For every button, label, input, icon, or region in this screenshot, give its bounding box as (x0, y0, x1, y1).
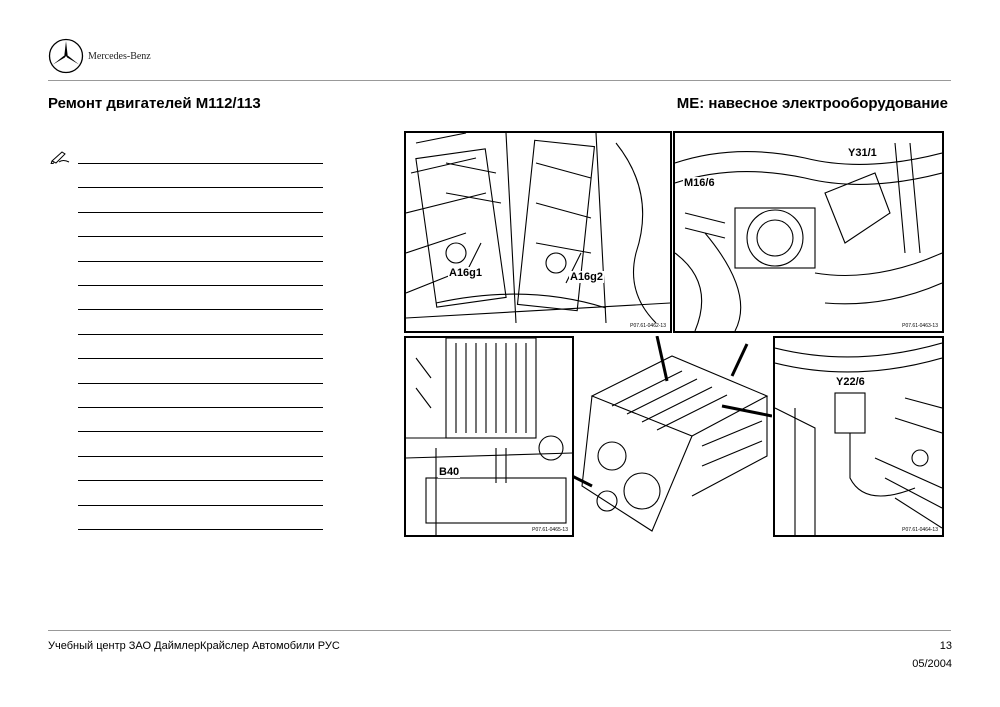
page-title: Ремонт двигателей М112/113 (48, 95, 261, 112)
footer-date: 05/2004 (912, 658, 952, 670)
note-line (78, 187, 323, 189)
note-line (78, 529, 323, 530)
figure-panel-alternator: B40 P07.61-0465-13 (404, 336, 574, 537)
note-line (78, 504, 323, 506)
note-line (78, 382, 323, 384)
note-line (78, 236, 323, 238)
callout-y22-6: Y22/6 (835, 376, 866, 388)
engine-overview-drawing (572, 336, 772, 532)
note-line (78, 333, 323, 335)
figure-panel-ignition-coils: A16g1 A16g2 P07.61-0462-13 (404, 131, 672, 333)
engine-top-drawing (406, 133, 670, 324)
note-line (78, 260, 323, 262)
callout-a16g1: A16g1 (448, 267, 484, 279)
callout-b40: B40 (438, 466, 461, 478)
note-line (78, 407, 323, 408)
figure-ref: P07.61-0463-13 (902, 323, 938, 329)
pen-writing-icon (50, 151, 70, 164)
section-title: МЕ: навесное электрооборудование (676, 95, 948, 112)
figure-ref: P07.61-0462-13 (630, 323, 666, 329)
note-line (78, 163, 323, 164)
callout-y31-1: Y31/1 (847, 147, 878, 159)
figure-panel-throttle: Y31/1 M16/6 P07.61-0463-13 (673, 131, 944, 333)
figure-ref: P07.61-0464-13 (902, 527, 938, 533)
figure-ref: P07.61-0465-13 (532, 527, 568, 533)
mercedes-star-icon (48, 38, 84, 74)
brand-name: Mercedes-Benz (88, 51, 151, 62)
note-line (78, 455, 323, 457)
callout-a16g2: A16g2 (569, 271, 605, 283)
footer-rule (48, 630, 951, 631)
header-rule (48, 80, 951, 81)
note-line (78, 285, 323, 286)
note-line (78, 431, 323, 433)
note-line (78, 211, 323, 213)
note-line (78, 309, 323, 311)
callout-m16-6: M16/6 (683, 177, 716, 189)
note-line (78, 358, 323, 360)
throttle-drawing (675, 142, 942, 331)
note-line (78, 480, 323, 482)
page-number: 13 (939, 640, 952, 652)
figure-panel-valve: Y22/6 P07.61-0464-13 (773, 336, 944, 537)
footer-organization: Учебный центр ЗАО ДаймлерКрайслер Автомо… (48, 640, 340, 652)
valve-drawing (775, 342, 942, 535)
alternator-drawing (406, 338, 572, 535)
